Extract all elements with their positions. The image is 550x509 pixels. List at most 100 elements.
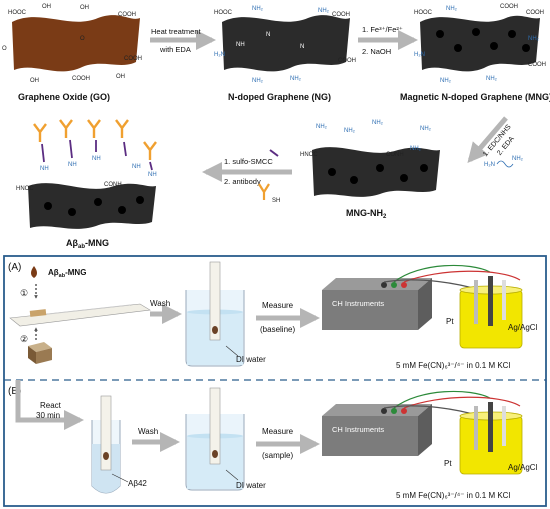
svg-text:NH: NH — [68, 162, 77, 168]
step-2-marker: ② — [20, 334, 28, 344]
svg-text:H₂N: H₂N — [214, 52, 225, 58]
wash-label-a: Wash — [150, 299, 170, 308]
di-water-pointer-a — [225, 345, 239, 357]
svg-text:HOOC: HOOC — [214, 10, 233, 16]
svg-text:NH₂: NH₂ — [318, 8, 330, 14]
react-arrow — [15, 380, 84, 430]
svg-text:COOH: COOH — [526, 10, 544, 16]
abeta-label: Aβ42 — [128, 479, 147, 488]
go-label: Graphene Oxide (GO) — [18, 92, 110, 102]
potentiostat-b — [322, 404, 432, 456]
svg-text:COOH: COOH — [500, 4, 518, 10]
svg-text:H₂N: H₂N — [414, 52, 425, 58]
react-label: React — [40, 401, 62, 410]
step4-text-1: 1. sulfo-SMCC — [224, 157, 273, 166]
step4-text-2: 2. antibody — [224, 177, 261, 186]
mng-nh2-sheet: NH₂ NH₂ NH₂ NH₂ HNOC CONH NH₂ — [300, 120, 440, 197]
graphene-oxide-sheet: HOOC OH OH COOH O O OH COOH COOH OH — [2, 4, 142, 84]
cable-green-a — [393, 264, 491, 283]
svg-text:HOOC: HOOC — [8, 10, 27, 16]
svg-text:HNOC: HNOC — [300, 152, 318, 158]
svg-text:O: O — [80, 36, 85, 42]
pt-label-a: Pt — [446, 317, 454, 326]
svg-text:CONH: CONH — [386, 152, 404, 158]
svg-text:OH: OH — [30, 78, 39, 84]
ng-label: N-doped Graphene (NG) — [228, 92, 331, 102]
magnet-block — [28, 342, 52, 364]
eda-label-right: NH₂ — [512, 156, 524, 162]
step2-text-1: 1. Fe³⁺/Fe²⁺ — [362, 25, 403, 34]
di-water-pointer-b — [225, 469, 239, 481]
electrode-strip-flat — [9, 303, 151, 327]
svg-text:NH₂: NH₂ — [446, 6, 458, 12]
svg-text:NH₂: NH₂ — [440, 78, 452, 84]
step-1-marker: ① — [20, 288, 28, 298]
measure-sub-b: (sample) — [262, 451, 293, 460]
measure-sub-a: (baseline) — [260, 325, 295, 334]
step1-text-2: with EDA — [159, 45, 191, 54]
abeta-ab-mng-sheet: HNOC CONH NH NH NH NH NH — [16, 156, 157, 229]
svg-text:NH₂: NH₂ — [316, 124, 328, 130]
svg-text:COOH: COOH — [338, 58, 356, 64]
antibody-icon — [258, 183, 270, 200]
panel-a-tag: (A) — [8, 262, 21, 273]
measure-label-a: Measure — [262, 301, 294, 310]
svg-text:NH₂: NH₂ — [344, 128, 356, 134]
measure-label-b: Measure — [262, 427, 294, 436]
svg-text:COOH: COOH — [72, 76, 90, 82]
mng-nh2-label: MNG-NH2 — [346, 208, 387, 220]
di-water-label-b: DI water — [236, 481, 266, 490]
svg-text:N: N — [300, 44, 304, 50]
svg-text:COOH: COOH — [332, 12, 350, 18]
eda-linker — [496, 160, 514, 168]
svg-text:NH₂: NH₂ — [252, 78, 264, 84]
svg-text:NH: NH — [132, 164, 141, 170]
svg-text:OH: OH — [80, 5, 89, 11]
ref-label-a: Ag/AgCl — [508, 323, 538, 332]
test-tube-b — [91, 395, 121, 494]
droplet-icon — [31, 266, 37, 278]
antibody-array — [33, 119, 157, 160]
svg-text:OH: OH — [116, 74, 125, 80]
smcc-linker-icon — [269, 149, 279, 157]
cable-red-b — [403, 396, 521, 409]
svg-text:NH₂: NH₂ — [372, 120, 384, 126]
solution-label-a: 5 mM Fe(CN)₆³⁻/⁴⁻ in 0.1 M KCl — [396, 361, 510, 370]
svg-text:HNOC: HNOC — [16, 186, 34, 192]
svg-text:N: N — [266, 32, 270, 38]
instrument-label-a: CH Instruments — [332, 299, 384, 308]
step2-text-2: 2. NaOH — [362, 47, 391, 56]
di-water-label-a: DI water — [236, 355, 266, 364]
svg-text:NH₂: NH₂ — [420, 126, 432, 132]
magnetic-graphene-sheet: HOOC NH₂ COOH COOH H₂N NH₂ NH₂ NH₂ COOH — [414, 4, 546, 84]
wash-label-b: Wash — [138, 427, 158, 436]
mng-label: Magnetic N-doped Graphene (MNG) — [400, 92, 550, 102]
svg-text:NH: NH — [236, 42, 245, 48]
potentiostat-a — [322, 278, 432, 330]
svg-text:NH: NH — [148, 172, 157, 178]
svg-text:NH₂: NH₂ — [252, 6, 264, 12]
ref-label-b: Ag/AgCl — [508, 463, 538, 472]
sh-label: SH — [272, 198, 280, 204]
svg-text:COOH: COOH — [118, 12, 136, 18]
react-time-label: 30 min — [36, 411, 60, 420]
beaker-a — [185, 261, 245, 367]
svg-text:OH: OH — [42, 4, 51, 10]
protocol-frame — [3, 255, 547, 507]
svg-text:NH₂: NH₂ — [486, 76, 498, 82]
svg-text:NH: NH — [92, 156, 101, 162]
svg-text:COOH: COOH — [528, 62, 546, 68]
svg-text:NH₂: NH₂ — [290, 76, 302, 82]
cable-green-b — [393, 390, 491, 409]
svg-text:NH: NH — [40, 166, 49, 172]
linker-array — [41, 139, 153, 171]
n-doped-graphene-sheet: HOOC NH₂ COOH NH N N H₂N NH₂ NH₂ COOH NH… — [214, 6, 356, 84]
panel-b-tag: (B) — [8, 386, 21, 397]
beaker-b — [185, 387, 245, 491]
cell-a — [459, 276, 523, 349]
svg-text:COOH: COOH — [124, 56, 142, 62]
abeta-pointer — [111, 473, 129, 483]
instrument-label-b: CH Instruments — [332, 425, 384, 434]
svg-text:O: O — [2, 46, 7, 52]
step1-text-1: Heat treatment — [151, 27, 202, 36]
